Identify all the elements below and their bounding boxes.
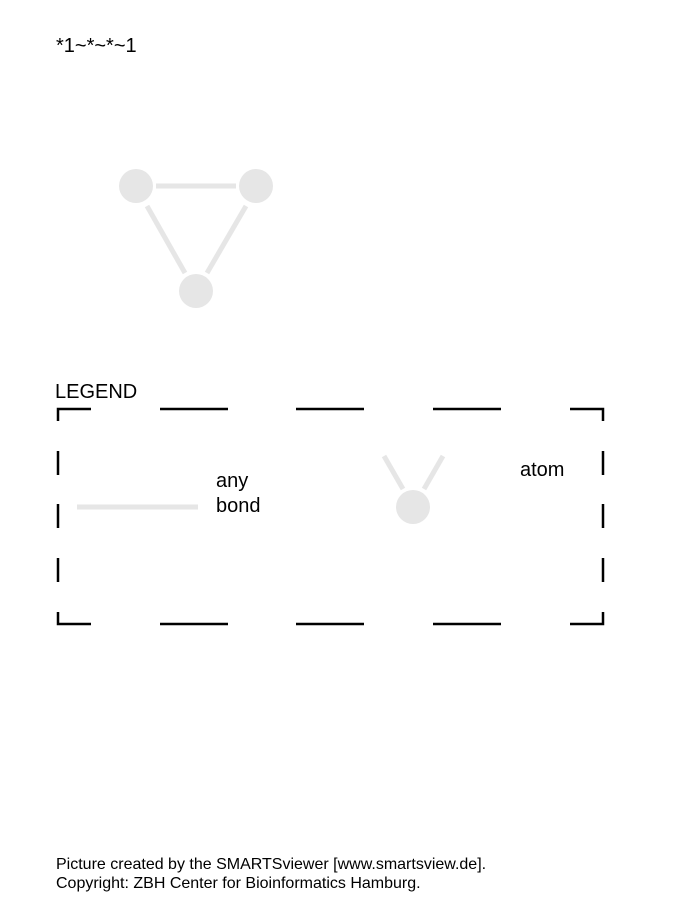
legend-frame-corner-top-left: [56, 407, 91, 421]
footer-credit-line1: Picture created by the SMARTSviewer [www…: [56, 856, 487, 873]
legend-frame-corner-top-right: [570, 407, 605, 421]
legend-atom-label: atom: [520, 459, 565, 481]
atom-1: [119, 169, 153, 203]
legend-frame-corner-bottom-right: [570, 612, 605, 626]
molecule-graph: [119, 169, 273, 308]
legend-bond-label-line1: any: [216, 470, 249, 492]
atom-2: [239, 169, 273, 203]
footer-credit-line2: Copyright: ZBH Center for Bioinformatics…: [56, 875, 421, 892]
legend-bond-label-line2: bond: [216, 495, 261, 517]
legend-atom-bond-stub-right: [421, 454, 446, 491]
atom-3: [179, 274, 213, 308]
legend-title: LEGEND: [55, 381, 138, 403]
legend-frame: [56, 407, 605, 626]
smarts-pattern-title: *1~*~*~1: [56, 35, 137, 57]
bond-2-3: [204, 204, 249, 275]
legend-atom-bond-stub-left: [381, 454, 406, 491]
legend-frame-corner-bottom-left: [56, 612, 91, 626]
legend-atom-symbol: [396, 490, 430, 524]
legend-bond-label: any bond: [216, 469, 261, 519]
bond-1-3: [144, 204, 188, 275]
legend-symbols: [77, 454, 446, 524]
footer-credit: Picture created by the SMARTSviewer [www…: [56, 855, 486, 893]
